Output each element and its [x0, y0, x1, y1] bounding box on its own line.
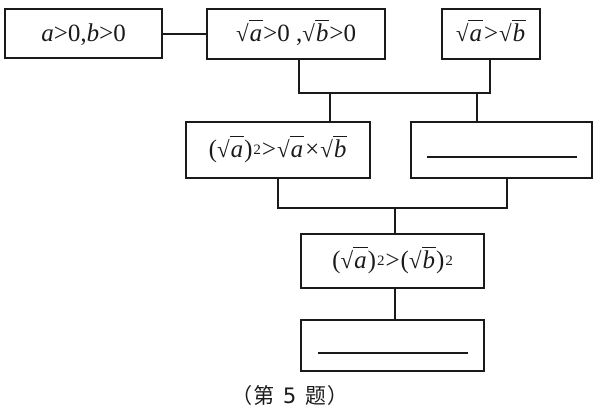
radical-sign-icon: √ [236, 21, 249, 46]
connector-given-to-sqrt [163, 33, 206, 35]
node-sqrt-positive: √a>0 ,√b>0 [206, 8, 386, 60]
radical-sign-icon: √ [340, 248, 354, 273]
connector-to-square-product [329, 92, 331, 121]
open-paren: ( [400, 247, 409, 274]
radicand-a: a [229, 136, 245, 164]
connector-sqrt-down [298, 60, 300, 93]
radical-sign-icon: √ [499, 21, 512, 46]
connector-top-join [298, 92, 491, 94]
var-a: a [41, 19, 54, 47]
times-sign: × [305, 136, 320, 163]
exponent-two: 2 [253, 141, 261, 158]
answer-blank[interactable] [317, 338, 468, 354]
radicand-a: a [289, 136, 305, 164]
connector-product-blank-down [506, 179, 508, 208]
close-paren: ) [367, 247, 376, 274]
node-given: a>0,b>0 [4, 8, 163, 59]
greater-than-sign: > [385, 247, 400, 274]
radicand-a: a [468, 20, 483, 48]
connector-middle-join [277, 207, 508, 209]
figure-caption: （第 5 题） [231, 384, 349, 408]
radical-sign-icon: √ [277, 137, 290, 162]
connector-square-product-down [277, 179, 279, 208]
greater-than-sign: > [483, 20, 499, 47]
answer-blank[interactable] [426, 142, 577, 158]
sqrt-positive-part-2: >0 [329, 20, 356, 47]
node-squares-compare: (√a)2>(√b)2 [300, 233, 485, 289]
open-paren: ( [208, 136, 217, 163]
close-paren: ) [436, 247, 445, 274]
open-paren: ( [332, 247, 341, 274]
node-conclusion-blank[interactable] [300, 319, 485, 372]
given-gt-zero-1: >0, [53, 19, 87, 47]
radical-sign-icon: √ [320, 137, 333, 162]
radical-sign-icon: √ [408, 248, 422, 273]
node-product-blank[interactable] [410, 121, 593, 179]
exponent-two: 2 [376, 252, 385, 269]
node-assumption: √a>√b [441, 8, 541, 60]
connector-assumption-down [489, 60, 491, 93]
radicand-b: b [332, 136, 348, 164]
greater-than-sign: > [261, 136, 277, 163]
fill-in-underline [426, 156, 577, 158]
sqrt-positive-part-1: >0 , [263, 20, 303, 47]
connector-to-conclusion [394, 289, 396, 319]
radical-sign-icon: √ [302, 21, 315, 46]
connector-to-product-blank [476, 92, 478, 121]
radical-sign-icon: √ [455, 21, 469, 46]
exponent-two: 2 [445, 252, 453, 269]
close-paren: ) [244, 136, 253, 163]
radicand-a: a [353, 247, 368, 275]
radical-sign-icon: √ [216, 137, 230, 162]
var-b: b [86, 19, 100, 47]
radicand-a: a [248, 20, 264, 48]
connector-to-squares-compare [394, 207, 396, 233]
node-square-vs-product: (√a)2>√a×√b [185, 121, 371, 179]
radicand-b: b [314, 20, 330, 48]
given-gt-zero-2: >0 [99, 19, 126, 47]
radicand-b: b [511, 20, 527, 48]
fill-in-underline [317, 351, 468, 354]
radicand-b: b [421, 247, 436, 275]
